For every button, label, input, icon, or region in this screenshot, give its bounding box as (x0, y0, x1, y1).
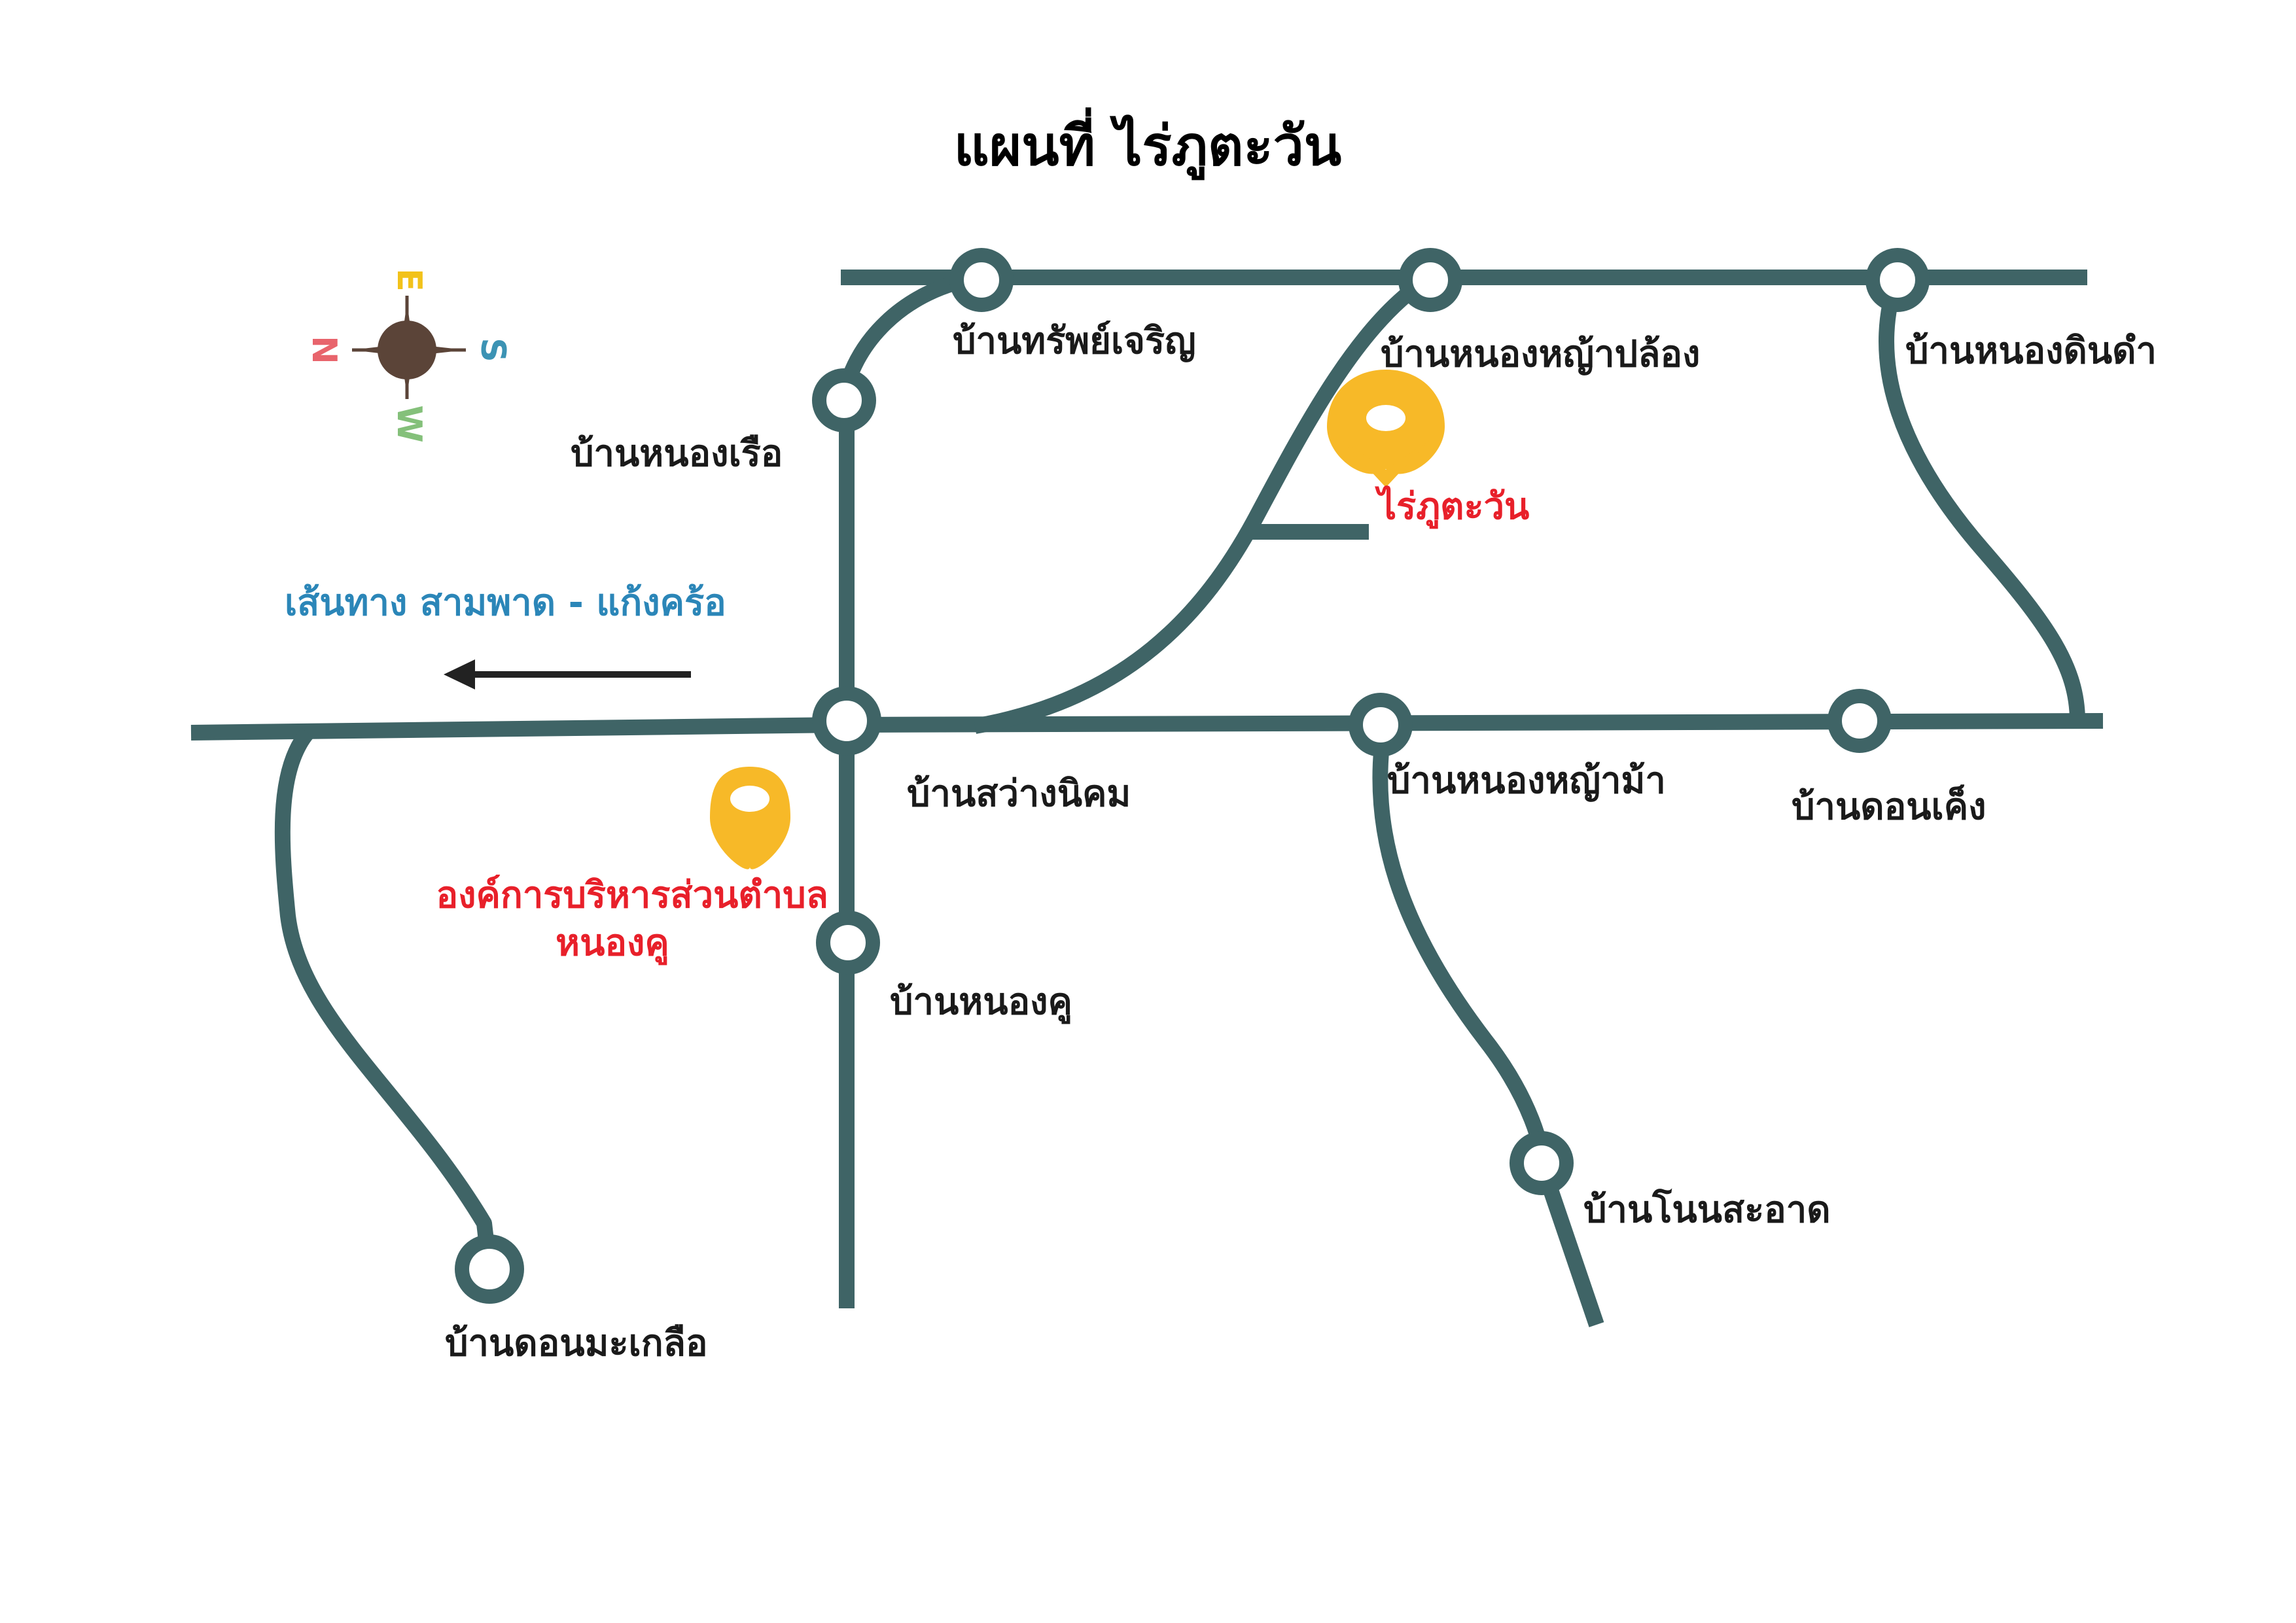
village-label-nong-ruea: บ้านหนองเรือ (571, 432, 783, 475)
village-node-sap-charoen (949, 248, 1014, 312)
village-label-don-keng: บ้านดอนเค็ง (1792, 784, 1987, 828)
village-node-nong-ya-plong (1398, 248, 1462, 312)
village-label-nong-khu: บ้านหนองคู (890, 981, 1072, 1024)
village-node-non-sa-at (1510, 1131, 1574, 1195)
village-node-sawang-nikhom (812, 686, 881, 756)
road-main-horizontal (190, 713, 2104, 741)
village-label-non-sa-at: บ้านโนนสะอาด (1583, 1188, 1831, 1231)
road-rai-phu-tawan (973, 270, 1435, 734)
village-node-nong-ruea (812, 368, 876, 432)
village-node-don-keng (1828, 689, 1892, 753)
village-label-don-makluea: บ้านดอนมะเกลือ (445, 1322, 708, 1365)
compass-rose-icon: E N S W (304, 268, 512, 442)
village-node-don-makluea (455, 1234, 524, 1304)
village-label-nong-ya-ma: บ้านหนองหญ้าม้า (1387, 759, 1666, 802)
village-nodes (455, 248, 1930, 1304)
route-label: เส้นทาง สามพาด - แก้งคร้อ (285, 582, 726, 624)
compass-east-letter: E (389, 268, 429, 292)
location-pin-icon (710, 767, 790, 869)
compass-north-letter: N (304, 336, 344, 364)
village-label-sap-charoen: บ้านทรัพย์เจริญ (953, 320, 1196, 362)
village-label-nong-ya-plong: บ้านหนองหญ้าปล้อง (1381, 333, 1700, 375)
place-label-sao-line-2: หนองคู (556, 922, 669, 966)
village-node-nong-khu (816, 911, 880, 975)
village-label-sawang-nikhom: บ้านสว่างนิคม (907, 773, 1131, 815)
road-non-sa-at (1372, 724, 1604, 1327)
page-title: แผนที่ ไร่ภูตะวัน (954, 107, 1341, 181)
village-label-nong-din-dam: บ้านหนองดินดำ (1905, 330, 2157, 372)
place-label-sao-line-1: องค์การบริหารส่วนตำบล (436, 874, 828, 916)
village-labels: บ้านทรัพย์เจริญ บ้านหนองหญ้าปล้อง บ้านหน… (445, 320, 2157, 1365)
compass-hub (378, 321, 436, 379)
village-node-nong-ya-ma (1349, 693, 1413, 757)
road-nong-din-dam (1879, 274, 2085, 722)
road-don-makluea (274, 727, 497, 1270)
compass-south-letter: S (473, 338, 512, 362)
arrow-left-icon-head (444, 659, 475, 689)
route-direction (444, 659, 691, 689)
compass-west-letter: W (389, 405, 429, 442)
location-pin-icon (1327, 370, 1445, 487)
village-node-nong-din-dam (1865, 248, 1930, 312)
place-label-rai-phu-tawan: ไร่ภูตะวัน (1375, 485, 1529, 529)
